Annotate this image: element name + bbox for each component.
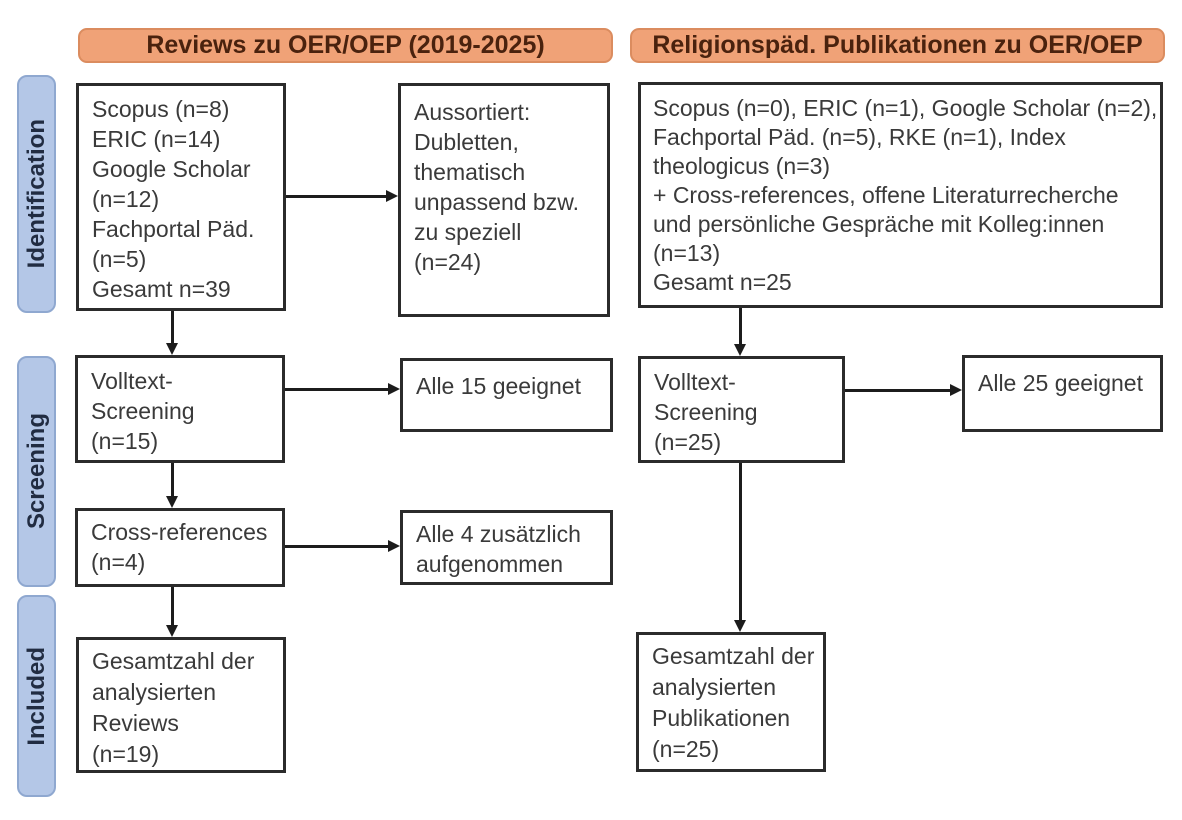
stage-label-identification: Identification [17,75,56,313]
box-alle-25-geeignet: Alle 25 geeignet [962,355,1163,432]
stage-label-screening-text: Screening [22,413,50,530]
box-alle-15-geeignet: Alle 15 geeignet [400,358,613,432]
box-volltext-screening-publikationen: Volltext- Screening (n=25) [638,356,845,463]
arrow-sources-to-volltext-left [166,311,178,355]
arrow-volltext-to-gesamt-right [734,463,746,632]
box-sources-reviews: Scopus (n=8) ERIC (n=14) Google Scholar … [76,83,286,311]
box-sources-publikationen: Scopus (n=0), ERIC (n=1), Google Scholar… [638,82,1163,308]
arrow-crossref-to-alle4 [285,540,400,552]
arrow-sources-to-volltext-right [734,308,746,356]
box-alle-4-aufgenommen: Alle 4 zusätzlich aufgenommen [400,510,613,585]
arrow-volltext-to-alle15 [285,383,400,395]
box-gesamtzahl-reviews: Gesamtzahl der analysierten Reviews (n=1… [76,637,286,773]
arrow-crossref-to-gesamt-left [166,587,178,637]
box-volltext-screening-reviews: Volltext- Screening (n=15) [75,355,285,463]
stage-label-identification-text: Identification [22,119,50,269]
arrow-sources-to-aussortiert [286,190,398,202]
column-header-religionspaed: Religionspäd. Publikationen zu OER/OEP [630,28,1165,63]
box-cross-references: Cross-references (n=4) [75,508,285,587]
column-header-reviews: Reviews zu OER/OEP (2019-2025) [78,28,613,63]
arrow-volltext-to-alle25 [845,384,962,396]
stage-label-included: Included [17,595,56,797]
stage-label-included-text: Included [22,646,50,746]
box-gesamtzahl-publikationen: Gesamtzahl der analysierten Publikatione… [636,632,826,772]
arrow-volltext-to-crossref [166,463,178,508]
box-aussortiert: Aussortiert: Dubletten, thematisch unpas… [398,83,610,317]
stage-label-screening: Screening [17,356,56,587]
